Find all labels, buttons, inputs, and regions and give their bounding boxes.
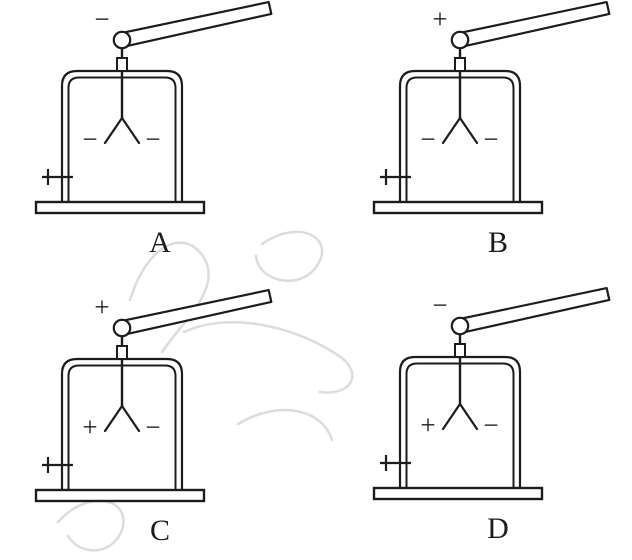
electroscope-diagram-b: + − − <box>372 0 611 215</box>
electroscope-diagram-d: − + − <box>372 286 611 501</box>
electroscope-figure-c: + + − C <box>20 288 300 548</box>
electroscope-figure-a: − − − A <box>20 0 300 260</box>
electroscope-figure-d: − + − D <box>358 286 632 546</box>
leaf-left-charge-label: − <box>82 124 97 154</box>
watermark-stroke <box>254 230 324 282</box>
leaf-right-charge-label: − <box>483 124 498 154</box>
electroscope-body <box>372 0 611 215</box>
electroscope-body <box>34 288 273 503</box>
electroscope-body <box>34 0 273 215</box>
figure-label-b: B <box>487 226 508 259</box>
leaf-right-charge-label: − <box>483 410 498 440</box>
rod-charge-label: − <box>94 4 109 34</box>
rod-charge-label: + <box>432 4 447 34</box>
leaf-right-charge-label: − <box>145 124 160 154</box>
electroscope-body <box>372 286 611 501</box>
figure-label-c: C <box>149 514 170 547</box>
watermark-stroke <box>236 408 334 442</box>
figure-label-a: A <box>149 226 171 259</box>
electroscope-diagram-a: − − − <box>34 0 273 215</box>
electroscope-figure-b: + − − B <box>358 0 632 260</box>
electroscope-diagram-c: + + − <box>34 288 273 503</box>
figure-label-d: D <box>487 512 509 545</box>
leaf-right-charge-label: − <box>145 412 160 442</box>
leaf-left-charge-label: + <box>82 412 97 442</box>
leaf-left-charge-label: − <box>420 124 435 154</box>
watermark-stroke <box>182 321 354 394</box>
leaf-left-charge-label: + <box>420 410 435 440</box>
watermark-stroke <box>128 241 210 354</box>
rod-charge-label: + <box>94 292 109 322</box>
watermark-stroke <box>56 499 125 552</box>
rod-charge-label: − <box>432 290 447 320</box>
